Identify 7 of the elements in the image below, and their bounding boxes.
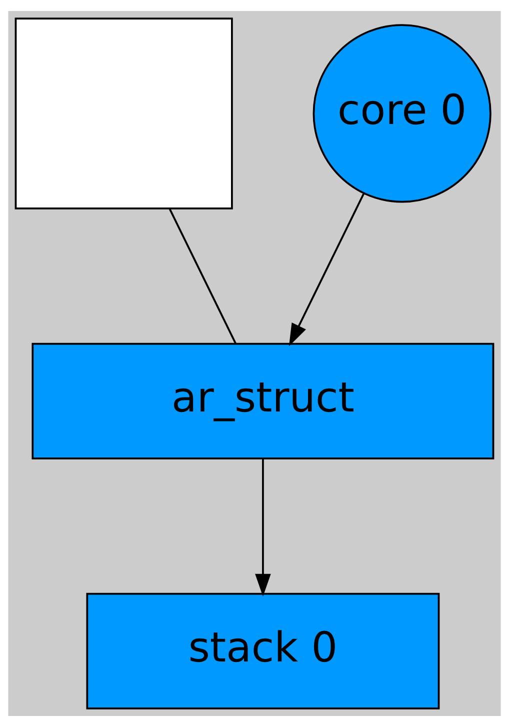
arrow xyxy=(288,192,365,346)
connector xyxy=(168,208,237,344)
arrow xyxy=(255,458,271,596)
node-box: stack 0 xyxy=(86,592,440,709)
node-circle: core 0 xyxy=(312,24,492,202)
node-box: ar_struct xyxy=(32,342,494,459)
node-box xyxy=(14,17,233,209)
